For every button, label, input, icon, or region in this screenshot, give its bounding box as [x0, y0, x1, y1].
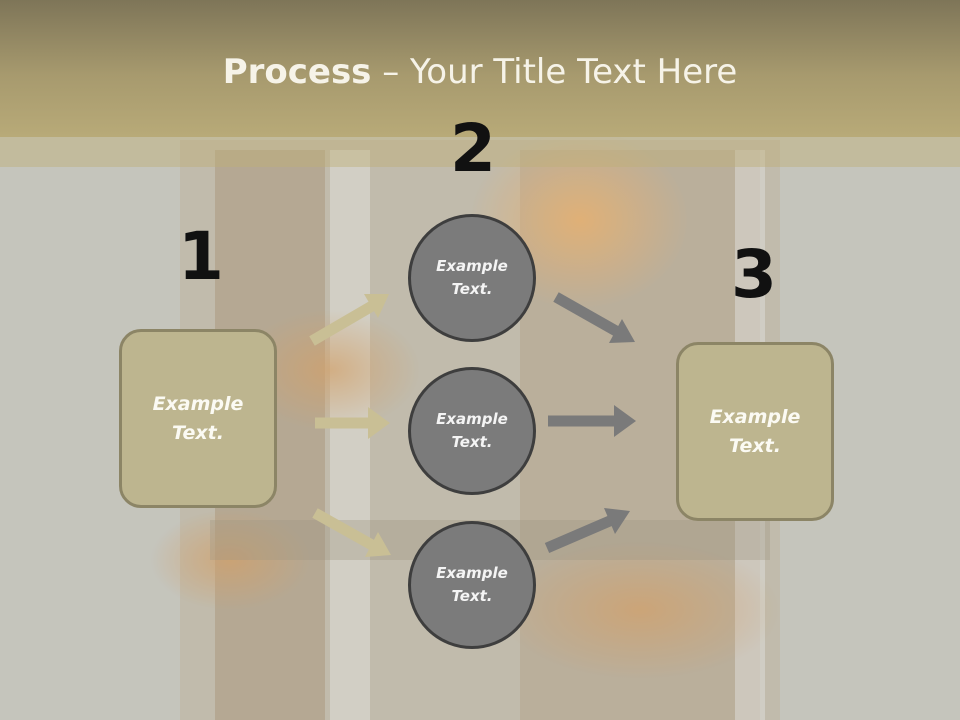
arrow-box-to-bottom-circle [312, 508, 391, 557]
right-text-box[interactable]: Example Text. [676, 342, 834, 521]
page-title: Process – Your Title Text Here [0, 52, 960, 92]
arrow-box-to-middle-circle [315, 407, 390, 439]
arrow-bottom-circle-to-box [544, 508, 630, 554]
arrow-box-to-top-circle [309, 294, 389, 346]
left-box-text: Example Text. [152, 392, 244, 444]
circle-middle-text: Example Text. [436, 410, 508, 451]
title-bar [0, 0, 960, 137]
title-bar-fade [0, 137, 960, 167]
right-box-text: Example Text. [709, 405, 801, 457]
arrow-middle-circle-to-box [548, 405, 636, 437]
circle-bottom[interactable]: Example Text. [408, 521, 536, 649]
circle-middle[interactable]: Example Text. [408, 367, 536, 495]
circle-top-text: Example Text. [436, 257, 508, 298]
step-number-1: 1 [178, 218, 224, 295]
title-strong: Process [222, 52, 372, 92]
step-number-2: 2 [450, 110, 496, 187]
circle-bottom-text: Example Text. [436, 564, 508, 605]
step-number-3: 3 [731, 236, 777, 313]
left-text-box[interactable]: Example Text. [119, 329, 277, 508]
arrow-top-circle-to-box [553, 292, 635, 343]
circle-top[interactable]: Example Text. [408, 214, 536, 342]
title-rest: – Your Title Text Here [371, 52, 738, 92]
